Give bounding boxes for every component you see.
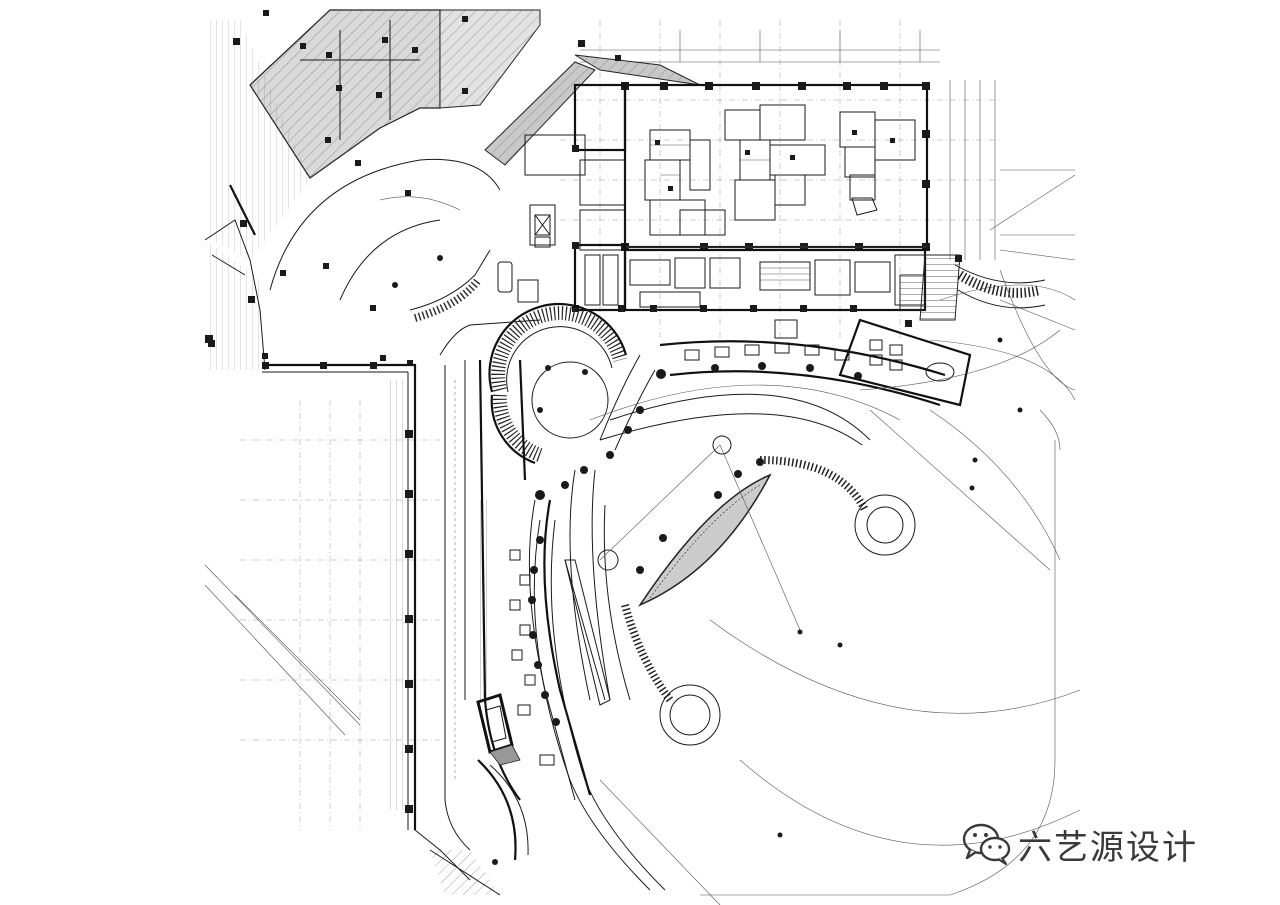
east-landscape (989, 174, 1076, 391)
existing-building-northwest (249, 9, 541, 179)
dimension-lines (580, 30, 996, 260)
apartment-unit-c (839, 111, 916, 216)
lobby-strip (623, 248, 927, 312)
site-boundary-west (204, 20, 310, 371)
apartment-unit-a (644, 129, 726, 236)
circular-plaza (488, 302, 628, 465)
watermark: 六艺源设计 (962, 816, 1262, 872)
south-west-boundary (204, 564, 501, 896)
entrance-plaza (205, 10, 621, 366)
cafe-tables (509, 549, 555, 766)
retail-arcade-south (476, 359, 592, 865)
watermark-text: 六艺源设计 (1018, 827, 1198, 868)
curved-arcade (535, 318, 972, 500)
wechat-icon (962, 823, 1011, 866)
central-courtyard (533, 384, 916, 891)
dining-tables (684, 319, 955, 382)
south-east-boundary (599, 169, 1081, 905)
stair-east (899, 254, 962, 327)
ramp-diagonal (484, 54, 701, 166)
apartment-unit-b (724, 104, 826, 221)
drive-lane (439, 319, 541, 851)
tower-block (621, 82, 930, 251)
west-colonnade (262, 362, 471, 881)
